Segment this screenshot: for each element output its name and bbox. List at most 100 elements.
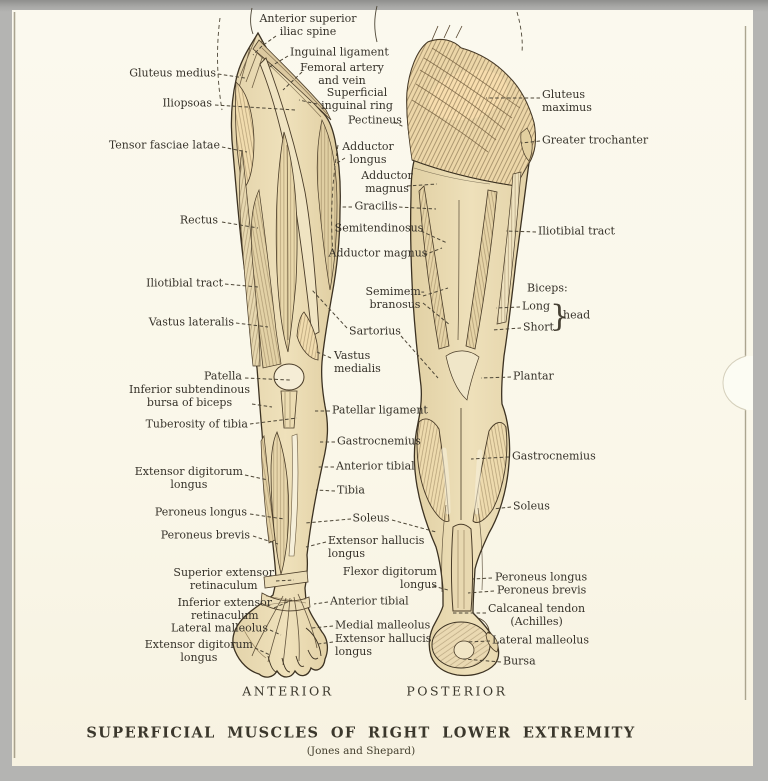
leader-superficial-inguinal-ring — [298, 99, 318, 105]
gluteal-fold-2 — [413, 167, 491, 185]
leader-adductor-longus — [333, 157, 346, 166]
leader-superior-extensor-retinaculum — [275, 579, 295, 582]
leader-flexor-digitorum-longus — [432, 585, 449, 591]
anterior-caption: ANTERIOR — [242, 683, 334, 699]
label-superior-extensor-retinaculum: Superior extensor retinaculum — [173, 566, 274, 592]
label-tibia: Tibia — [337, 483, 365, 497]
label-biceps-long-head: Long — [522, 299, 551, 313]
label-anterior-superior-iliac-spine: Anterior superior iliac spine — [259, 12, 357, 38]
label-lateral-malleolus-left: Lateral malleolus — [170, 621, 268, 635]
leader-lateral-malleolus-left — [269, 629, 282, 636]
leader-plantar — [480, 376, 512, 379]
leader-iliotibial-tract-right — [505, 230, 537, 233]
leader-soleus-right — [492, 506, 512, 510]
greater-trochanter-bump — [520, 127, 533, 162]
vastus-lateralis-region — [250, 188, 282, 369]
inguinal-ligament-band — [252, 39, 332, 121]
leader-biceps-long-head — [495, 306, 521, 309]
label-patellar-ligament: Patellar ligament — [332, 403, 428, 417]
label-anterior-tibial-1: Anterior tibial — [336, 459, 415, 473]
leader-tuberosity-of-tibia — [249, 417, 298, 425]
leader-sartorius — [400, 335, 439, 379]
semitendinosus-band — [418, 185, 450, 350]
torso-contour-mark-1 — [250, 7, 254, 35]
label-biceps: Biceps: — [527, 281, 568, 295]
label-lateral-malleolus-right: Lateral malleolus — [492, 633, 590, 647]
achilles-tendon — [451, 523, 473, 612]
label-medial-malleolus: Medial malleolus — [335, 618, 431, 632]
leader-patella — [244, 377, 291, 381]
label-pectineus: Pectineus — [348, 113, 402, 127]
label-adductor-magnus-2: Adductor magnus — [328, 246, 428, 260]
page-edges — [13, 12, 753, 758]
rectus-femoris-region — [275, 131, 298, 353]
label-biceps-short-head: Short — [523, 320, 554, 334]
torso-contour-mark-2 — [374, 5, 378, 43]
patella-shape — [273, 363, 305, 391]
label-iliotibial-tract-left: Iliotibial tract — [146, 276, 223, 290]
plate-title: SUPERFICIAL MUSCLES OF RIGHT LOWER EXTRE… — [86, 724, 636, 742]
leader-adductor-magnus-1 — [406, 183, 438, 187]
leader-semitendinosus — [420, 230, 448, 244]
leader-sartorius — [311, 289, 348, 329]
posterior-caption: POSTERIOR — [406, 683, 508, 699]
leader-inguinal-ligament — [267, 55, 289, 69]
label-plantar: Plantar — [513, 369, 554, 383]
leader-semimembranosus — [422, 287, 449, 297]
label-extensor-hallucis-longus-1: Extensor hallucis longus — [328, 534, 425, 560]
leader-biceps-short-head — [491, 327, 522, 331]
leader-anterior-superior-iliac-spine — [261, 35, 277, 47]
label-adductor-longus: Adductor longus — [342, 140, 394, 166]
gluteal-fold — [411, 159, 517, 187]
label-iliopsoas: Iliopsoas — [162, 96, 212, 110]
label-biceps-head-brace: } — [550, 299, 570, 334]
torso-contour-dashed-left — [217, 17, 223, 111]
page-edge-notch — [723, 356, 753, 410]
leader-gluteus-medius — [217, 73, 246, 79]
leader-tensor-fasciae-latae — [221, 146, 248, 153]
label-vastus-medialis: Vastus medialis — [334, 349, 381, 375]
label-patella: Patella — [204, 369, 242, 383]
leader-vastus-lateralis — [235, 322, 269, 328]
leader-adductor-magnus-2 — [423, 247, 443, 256]
leader-inferior-subtendinous-bursa — [251, 403, 273, 408]
gluteus-maximus-region — [406, 24, 536, 187]
label-inferior-subtendinous-bursa: Inferior subtendinous bursa of biceps — [129, 383, 250, 409]
leader-vastus-medialis — [316, 351, 332, 359]
posterior-figure — [406, 11, 536, 677]
leader-rectus — [221, 221, 259, 229]
leader-soleus-mid — [391, 519, 437, 533]
label-extensor-digitorum-longus-1: Extensor digitorum longus — [134, 465, 243, 491]
hamstring-seam — [457, 199, 460, 341]
label-femoral-artery-and-vein: Femoral artery and vein — [300, 61, 384, 87]
label-iliotibial-tract-right: Iliotibial tract — [538, 224, 615, 238]
extensor-retinacula — [260, 570, 311, 612]
label-flexor-digitorum-longus: Flexor digitorum longus — [342, 565, 437, 591]
label-greater-trochanter: Greater trochanter — [542, 133, 649, 147]
leader-lines — [214, 35, 541, 663]
adductor-region — [316, 118, 338, 291]
leader-extensor-hallucis-longus-2 — [317, 641, 334, 645]
leader-tibia — [315, 489, 336, 492]
leader-greater-trochanter — [520, 140, 541, 144]
leader-extensor-digitorum-longus-2 — [254, 647, 271, 656]
gastrocnemius-medial-head — [416, 418, 450, 522]
gluteus-medius-region — [235, 81, 255, 189]
label-peroneus-longus-right: Peroneus longus — [495, 570, 588, 584]
label-gracilis: Gracilis — [354, 199, 398, 213]
soleus-slip-lateral — [477, 507, 483, 591]
label-peroneus-brevis-right: Peroneus brevis — [497, 583, 587, 597]
label-extensor-digitorum-longus-2: Extensor digitorum longus — [144, 638, 253, 664]
leader-extensor-hallucis-longus-1 — [305, 541, 327, 548]
label-anterior-tibial-2: Anterior tibial — [330, 594, 409, 608]
soleus-slip-medial — [441, 504, 447, 593]
label-tensor-fasciae-latae: Tensor fasciae latae — [108, 138, 220, 152]
anterior-figure — [217, 5, 378, 678]
iliotibial-tract-band — [496, 171, 522, 325]
calf-highlight-1 — [441, 447, 451, 515]
label-superficial-inguinal-ring: Superficial inguinal ring — [321, 86, 393, 112]
calf-highlight-2 — [474, 449, 483, 515]
label-calcaneal-tendon: Calcaneal tendon (Achilles) — [488, 602, 586, 628]
